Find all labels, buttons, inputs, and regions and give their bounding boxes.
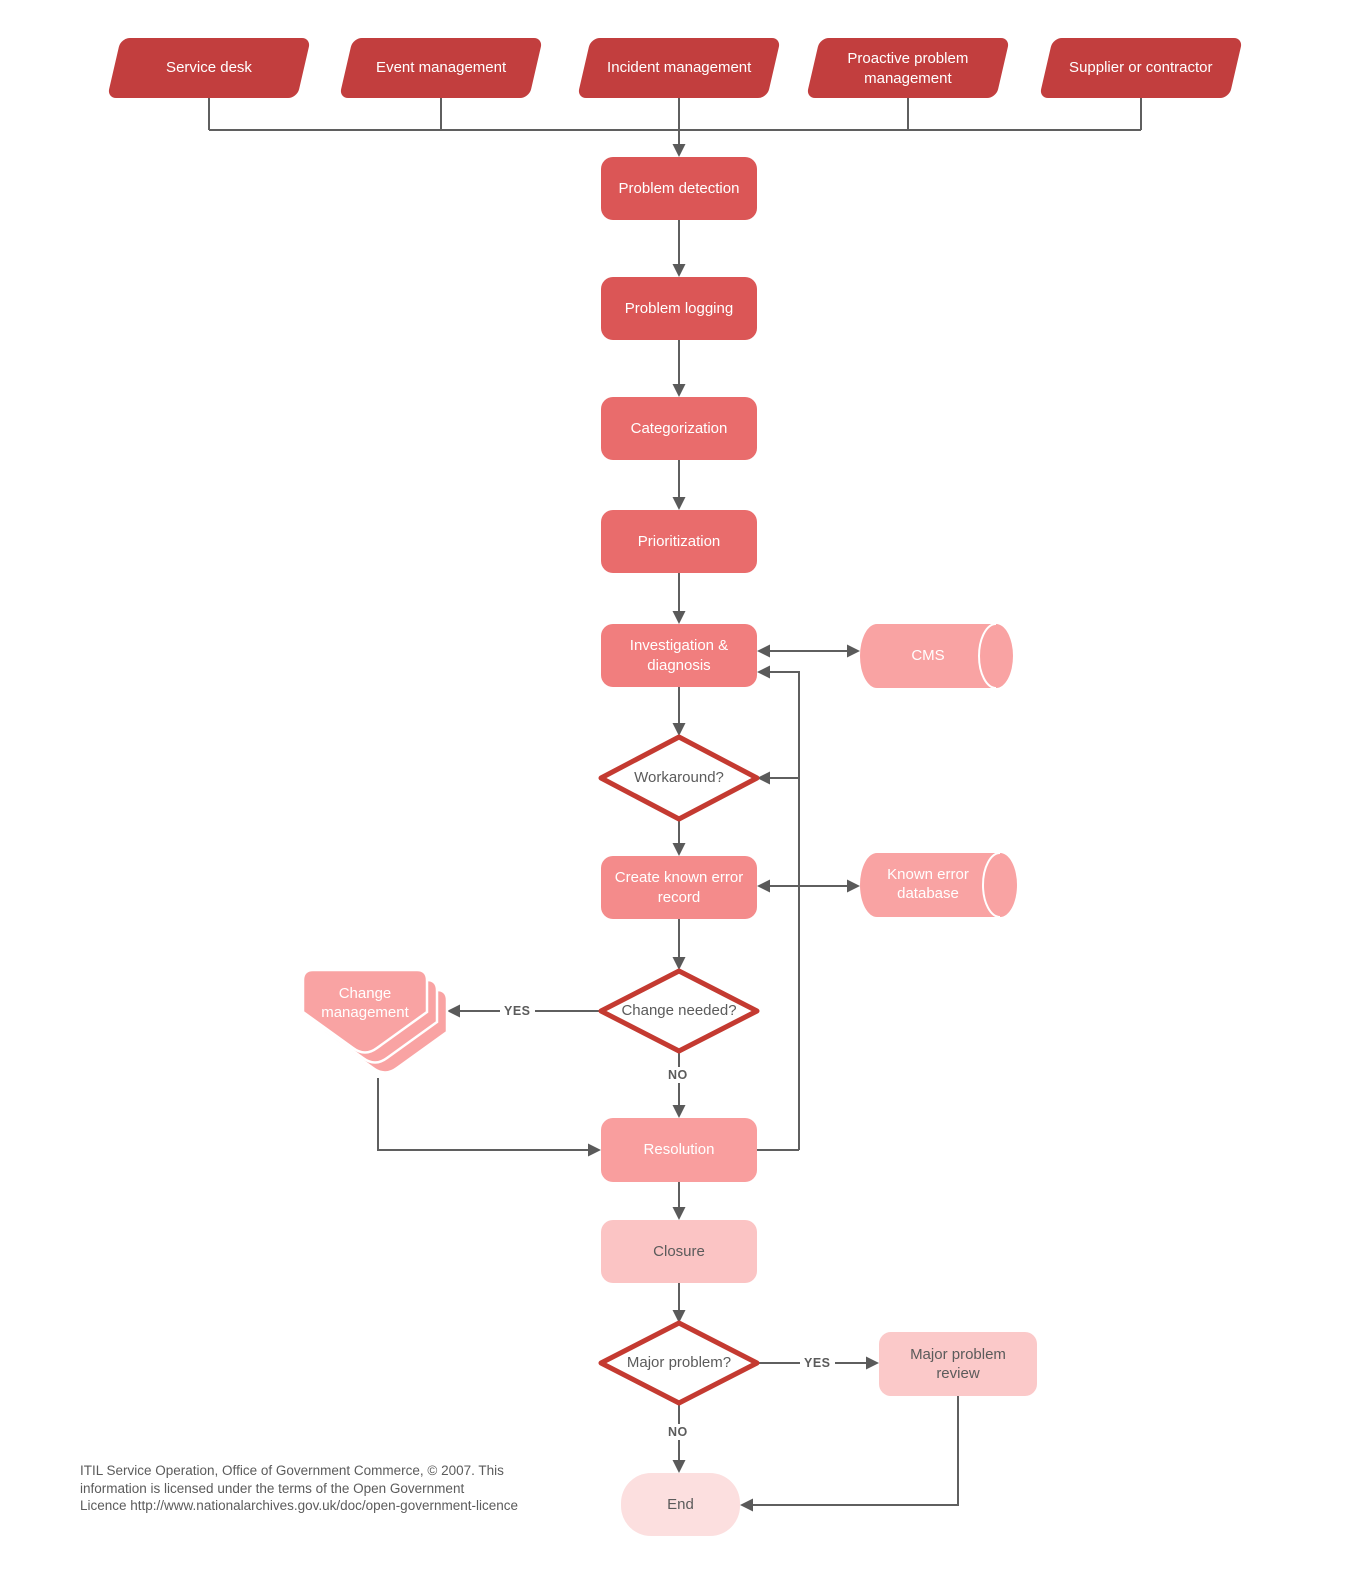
change-management-label: Change management <box>321 985 409 1021</box>
source-supplier-or-contractor[interactable]: Supplier or contractor <box>1039 38 1243 98</box>
edge-label-change-needed-no: NO <box>664 1067 692 1083</box>
terminator-end[interactable]: End <box>621 1473 740 1536</box>
source-proactive-problem-management-label: Proactive problem management <box>847 49 969 87</box>
edge-label-change-needed-yes: YES <box>500 1003 535 1019</box>
kedb-datastore-shape[interactable] <box>860 852 1017 918</box>
source-event-management[interactable]: Event management <box>339 38 543 98</box>
licence-note-line3: Licence http://www.nationalarchives.gov.… <box>80 1498 518 1513</box>
edge-change-mgmt-to-resolution <box>377 1078 588 1151</box>
major-problem-decision-shape[interactable] <box>598 1320 760 1406</box>
process-resolution[interactable]: Resolution <box>601 1118 757 1182</box>
arrowhead-feedback-into-investigation <box>757 665 770 679</box>
arrowhead-into-investigation <box>672 611 686 624</box>
source-supplier-or-contractor-label: Supplier or contractor <box>1069 59 1213 77</box>
change-management-shape[interactable] <box>301 968 449 1074</box>
arrowhead-cms-to-investigation <box>757 644 770 658</box>
workaround-decision-label: Workaround? <box>634 768 724 786</box>
source-incident-management[interactable]: Incident management <box>577 38 781 98</box>
process-create-known-error-record[interactable]: Create known error record <box>601 856 757 919</box>
kedb-cylinder-body <box>860 853 1017 917</box>
process-major-problem-review[interactable]: Major problem review <box>879 1332 1037 1396</box>
cms-datastore-shape[interactable] <box>860 623 1013 689</box>
arrowhead-create-ker-to-kedb <box>847 879 860 893</box>
process-problem-detection[interactable]: Problem detection <box>601 157 757 220</box>
arrowhead-into-change-needed <box>672 957 686 970</box>
change-management-sheet-front <box>301 968 429 1054</box>
major-problem-decision-label: Major problem? <box>626 1353 732 1371</box>
arrowhead-into-end-top <box>672 1460 686 1473</box>
arrowhead-into-resolution-left <box>588 1143 601 1157</box>
arrowhead-into-major-problem <box>672 1310 686 1323</box>
arrowhead-into-resolution-top <box>672 1105 686 1118</box>
source-proactive-problem-management[interactable]: Proactive problem management <box>806 38 1010 98</box>
edge-review-to-end <box>753 1396 959 1506</box>
workaround-decision-shape[interactable] <box>598 734 760 822</box>
process-prioritization[interactable]: Prioritization <box>601 510 757 573</box>
cms-datastore-label: CMS <box>911 646 945 664</box>
arrowhead-into-change-mgmt <box>447 1004 460 1018</box>
cms-cylinder-body <box>860 624 1013 688</box>
process-closure[interactable]: Closure <box>601 1220 757 1283</box>
source-bus-line <box>208 98 1142 131</box>
arrowhead-kedb-to-create-ker <box>757 879 770 893</box>
edge-label-major-problem-yes: YES <box>800 1355 835 1371</box>
change-needed-decision-label: Change needed? <box>621 1001 737 1019</box>
process-problem-logging[interactable]: Problem logging <box>601 277 757 340</box>
kedb-datastore-label: Known error database <box>887 866 969 902</box>
licence-note-line2: information is licensed under the terms … <box>80 1480 465 1496</box>
arrowhead-into-workaround <box>672 723 686 736</box>
licence-note-line1: ITIL Service Operation, Office of Govern… <box>80 1463 504 1478</box>
edge-label-major-problem-no: NO <box>664 1424 692 1440</box>
process-categorization[interactable]: Categorization <box>601 397 757 460</box>
change-needed-decision-shape[interactable] <box>598 968 760 1054</box>
arrowhead-into-closure <box>672 1207 686 1220</box>
source-service-desk[interactable]: Service desk <box>107 38 311 98</box>
source-event-management-label: Event management <box>375 59 507 77</box>
arrowhead-investigation-to-cms <box>847 644 860 658</box>
arrowheads <box>447 144 879 1512</box>
arrowhead-into-logging <box>672 264 686 277</box>
arrowhead-into-detection <box>672 144 686 157</box>
process-investigation-diagnosis[interactable]: Investigation & diagnosis <box>601 624 757 687</box>
cms-cylinder-cap <box>978 623 997 689</box>
licence-note: ITIL Service Operation, Office of Govern… <box>80 1462 518 1515</box>
arrowhead-into-review <box>866 1356 879 1370</box>
arrowhead-feedback-into-workaround <box>757 771 770 785</box>
arrowhead-into-end-right <box>740 1498 753 1512</box>
arrowhead-into-prioritization <box>672 497 686 510</box>
arrowhead-into-create-ker <box>672 843 686 856</box>
source-incident-management-label: Incident management <box>606 59 752 77</box>
source-service-desk-label: Service desk <box>166 59 252 77</box>
arrowhead-into-categorization <box>672 384 686 397</box>
kedb-cylinder-cap <box>982 852 1001 918</box>
edge-resolution-feedback <box>757 671 800 1151</box>
